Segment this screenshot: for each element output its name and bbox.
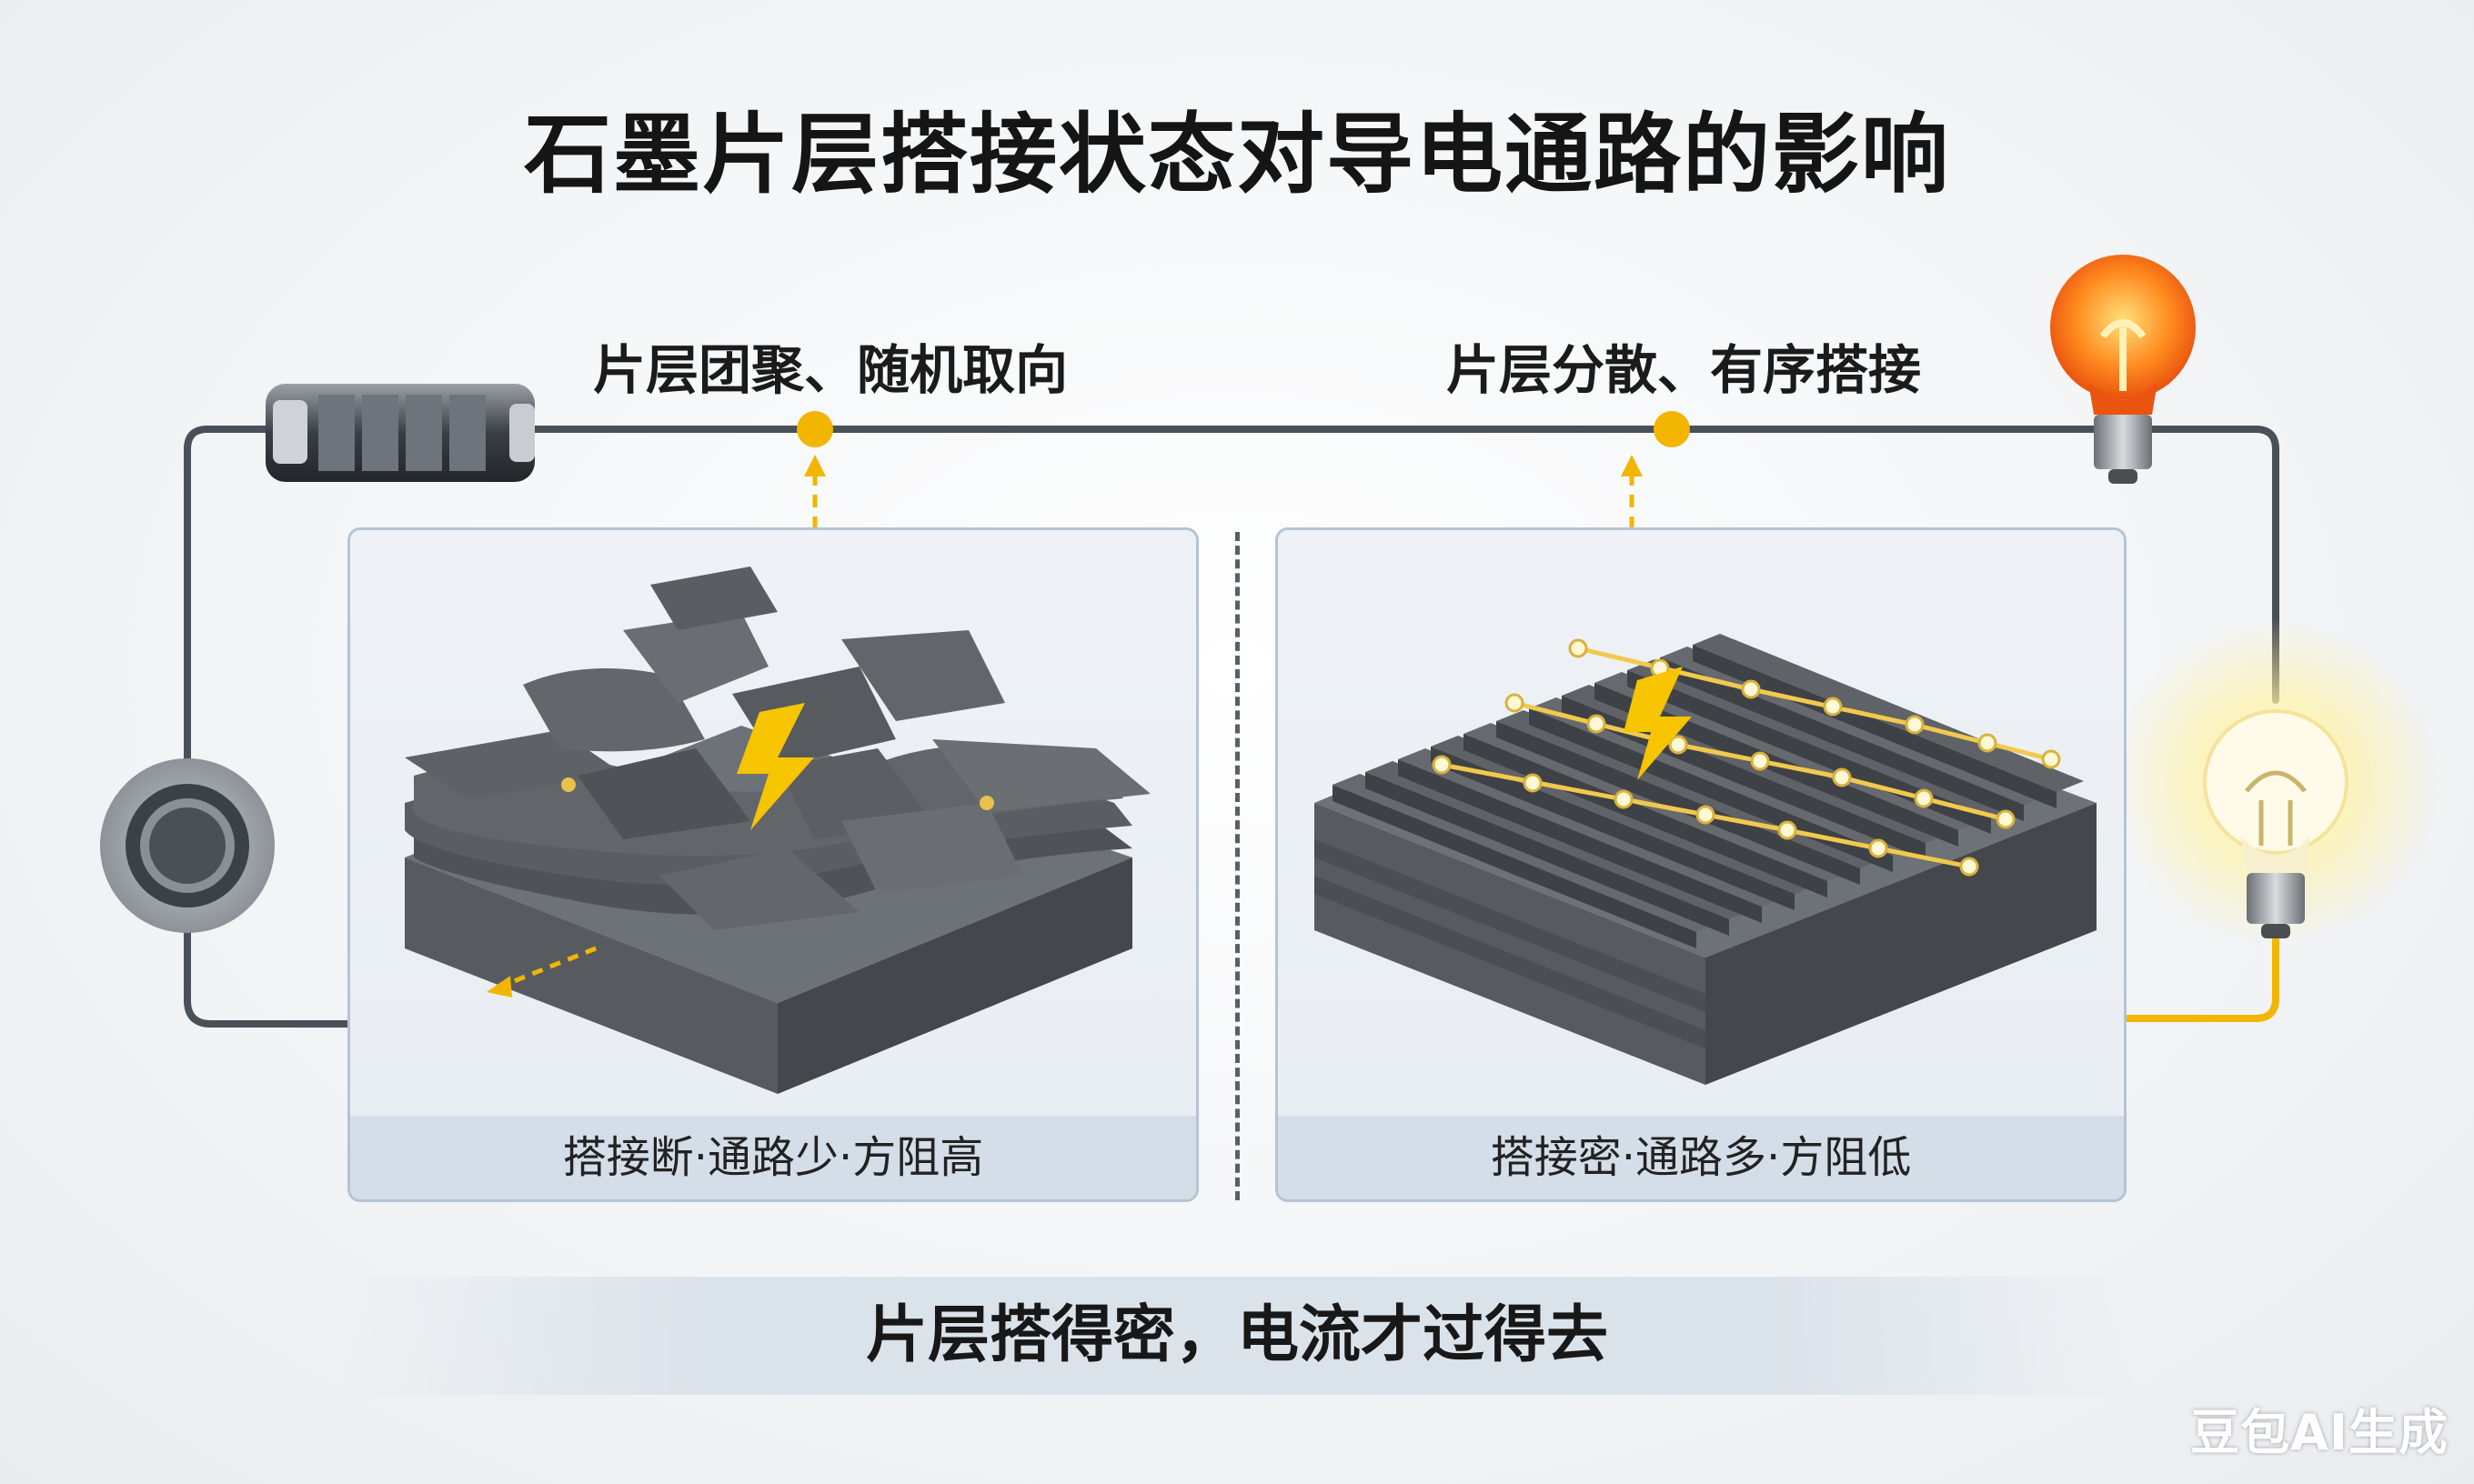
graphite-strip-side [1496, 721, 1860, 885]
graphite-strip-side [1333, 785, 1696, 948]
right-caption: 搭接密·通路多·方阻低 [1278, 1116, 2124, 1199]
summary-banner: 片层搭得密，电流才过得去 [338, 1277, 2136, 1395]
current-path [1997, 924, 2279, 1022]
junction-dot-right [1654, 411, 1690, 447]
lightning-icon [1624, 667, 1692, 780]
bulb-lit-icon [2112, 618, 2439, 946]
battery-icon [266, 384, 535, 482]
lightning-icon [737, 703, 814, 830]
junction-dot-left [797, 411, 833, 447]
page-title: 石墨片层搭接状态对导电通路的影响 [524, 104, 1950, 206]
graphite-strip-side [1693, 645, 2057, 808]
panel-aggregated: 搭接断·通路少·方阻高 [347, 527, 1199, 1202]
graphite-strip-side [1398, 759, 1762, 923]
left-heading: 片层团聚、随机取向 [593, 339, 1069, 401]
graphite-strip-side [1463, 734, 1827, 897]
right-heading: 片层分散、有序搭接 [1446, 339, 1922, 401]
graphite-strip [1693, 634, 2084, 792]
section-divider [1235, 532, 1240, 1200]
graphite-strip-side [1431, 747, 1795, 910]
left-caption: 搭接断·通路少·方阻高 [350, 1116, 1196, 1199]
aggregated-flakes [405, 567, 1151, 1094]
watermark: 豆包AI生成 [2190, 1404, 2449, 1461]
wire [184, 426, 2279, 1028]
switch-icon [100, 758, 275, 933]
graphite-strip-side [1365, 772, 1729, 936]
panel-dispersed: 搭接密·通路多·方阻低 [1275, 527, 2127, 1202]
bulb-off-icon [2050, 255, 2196, 484]
ordered-flakes [1314, 634, 2097, 1085]
